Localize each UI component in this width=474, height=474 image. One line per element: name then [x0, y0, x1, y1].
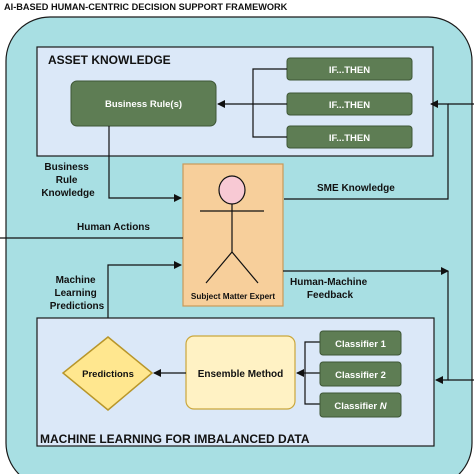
rule-label-2: IF...THEN	[329, 100, 370, 111]
business-rules-label: Business Rule(s)	[105, 99, 182, 110]
ml-predictions-label: Machine Learning Predictions	[50, 275, 105, 312]
human-machine-feedback-label: Human-Machine Feedback	[290, 277, 370, 301]
ml-heading: MACHINE LEARNING FOR IMBALANCED DATA	[40, 432, 310, 446]
sme-box	[182, 163, 284, 307]
predictions-to-sme-connector	[107, 261, 182, 337]
rule-label-1: IF...THEN	[329, 65, 370, 76]
business-rule-to-sme-connector	[108, 126, 182, 202]
business-rules-box	[70, 80, 217, 127]
classifier-label-1: Classifier 1	[335, 339, 386, 350]
ensemble-method-label: Ensemble Method	[198, 369, 284, 380]
sme-knowledge-connector	[284, 100, 449, 200]
sme-label: Subject Matter Expert	[191, 292, 275, 301]
classifier-label-2: Classifier 2	[335, 370, 386, 381]
rules-bracket	[252, 68, 287, 138]
asset-knowledge-heading: ASSET KNOWLEDGE	[48, 53, 171, 67]
classifier-label-n: Classifier N	[334, 401, 387, 412]
business-rule-knowledge-label: Business Rule Knowledge	[41, 162, 95, 199]
classifier-box-2	[319, 361, 402, 387]
rule-label-3: IF...THEN	[329, 133, 370, 144]
predictions-diamond	[61, 336, 154, 411]
diagram-title: AI-BASED HUMAN-CENTRIC DECISION SUPPORT …	[4, 2, 288, 12]
classifier-box-n	[319, 392, 402, 418]
sme-knowledge-label: SME Knowledge	[317, 183, 395, 194]
human-actions-label: Human Actions	[77, 222, 150, 233]
person-icon	[200, 175, 264, 284]
predictions-label: Predictions	[82, 369, 134, 380]
classifier-box-1	[319, 330, 402, 356]
